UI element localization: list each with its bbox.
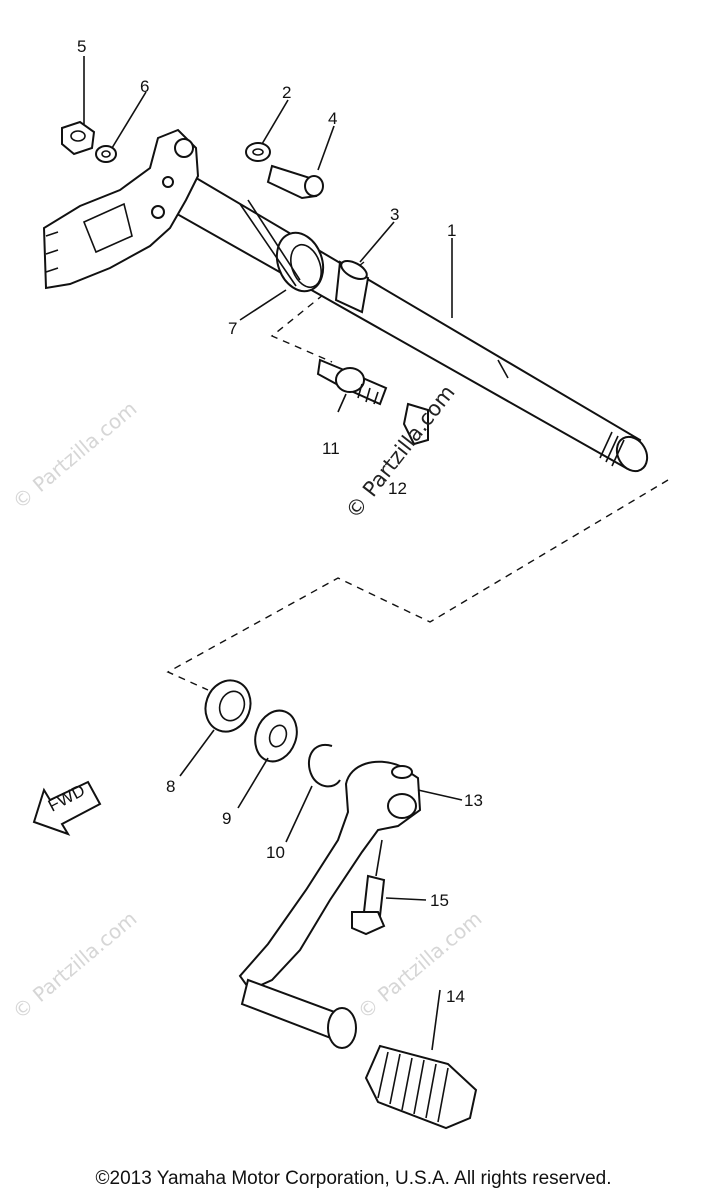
callout-12: 12 (388, 479, 407, 498)
watermark-center: © Partzilla.com (341, 381, 460, 523)
callout-6: 6 (140, 77, 149, 96)
part-6-washer (95, 145, 117, 163)
part-8-oil-seal (204, 679, 252, 733)
callout-13: 13 (464, 791, 483, 810)
leader-lines (83, 56, 463, 1051)
callout-5: 5 (77, 37, 86, 56)
part-11-stud-bolt (316, 358, 388, 406)
callout-8: 8 (166, 777, 175, 796)
part-10-circlip (307, 743, 341, 788)
forward-arrow-icon: FWD (32, 781, 102, 836)
callout-15: 15 (430, 891, 449, 910)
callout-11: 11 (322, 439, 340, 458)
part-13-shift-pedal (238, 760, 422, 1049)
part-9-washer (254, 709, 298, 763)
part-5-nut (61, 120, 96, 156)
part-15-bolt (351, 874, 386, 936)
callout-numbers: 5 6 2 4 3 1 7 11 12 8 9 10 13 15 14 (77, 37, 483, 1006)
watermark: © Partzilla.com (8, 396, 142, 514)
callout-1: 1 (447, 221, 456, 240)
callout-3: 3 (390, 205, 399, 224)
callout-7: 7 (228, 319, 237, 338)
watermark: © Partzilla.com (8, 906, 142, 1024)
part-2-washer (245, 142, 271, 162)
part-4-bolt (266, 164, 324, 200)
callout-10: 10 (266, 843, 285, 862)
callout-9: 9 (222, 809, 231, 828)
part-12-clip (402, 402, 429, 446)
callout-2: 2 (282, 83, 291, 102)
callout-14: 14 (446, 987, 465, 1006)
part-14-pedal-rubber (364, 1044, 478, 1130)
callout-4: 4 (328, 109, 337, 128)
shift-arm (42, 128, 200, 290)
part-3-collar (334, 259, 370, 314)
copyright-notice: ©2013 Yamaha Motor Corporation, U.S.A. A… (95, 1168, 612, 1189)
part-7-spring (239, 199, 325, 293)
